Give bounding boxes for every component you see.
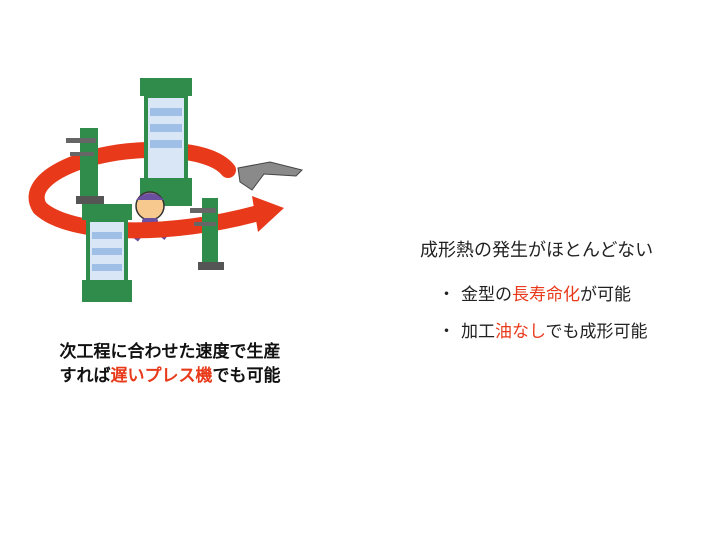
bullet-dot: ・ [438, 285, 455, 305]
benefit-2-accent: 油なし [495, 322, 546, 342]
process-diagram [28, 78, 303, 302]
arrow-head-icon [252, 196, 284, 232]
spot-welder-icon [190, 198, 224, 270]
circular-arrow-icon [28, 141, 236, 216]
caption-line-2-post: でも可能 [212, 366, 281, 386]
caption-line-1: 次工程に合わせた速度で生産 [59, 342, 281, 362]
benefit-1-post: が可能 [580, 285, 631, 305]
benefits-block: 成形熱の発生がほとんどない ・金型の長寿命化が可能 ・加工油なしでも成形可能 [420, 236, 710, 354]
spot-welder-icon [66, 128, 104, 204]
press-machine-icon [140, 78, 192, 206]
benefit-1-accent: 長寿命化 [512, 285, 580, 305]
benefit-2-post: でも成形可能 [545, 322, 648, 342]
benefits-heading: 成形熱の発生がほとんどない [420, 240, 654, 261]
press-machine-icon [82, 204, 132, 302]
benefit-1-pre: 金型の [461, 285, 512, 305]
caption-line-2-pre: すれば [59, 366, 111, 386]
benefit-2-pre: 加工 [461, 322, 495, 342]
process-caption: 次工程に合わせた速度で生産 すれば遅いプレス機でも可能 [20, 340, 320, 388]
caption-line-2-accent: 遅いプレス機 [110, 366, 213, 386]
process-illustration [0, 0, 330, 320]
metal-part-icon [237, 161, 303, 191]
benefit-item-1: ・金型の長寿命化が可能 [438, 280, 710, 305]
caption-line-2: すれば遅いプレス機でも可能 [20, 364, 320, 388]
benefit-item-2: ・加工油なしでも成形可能 [438, 317, 710, 342]
bullet-dot: ・ [438, 322, 455, 342]
